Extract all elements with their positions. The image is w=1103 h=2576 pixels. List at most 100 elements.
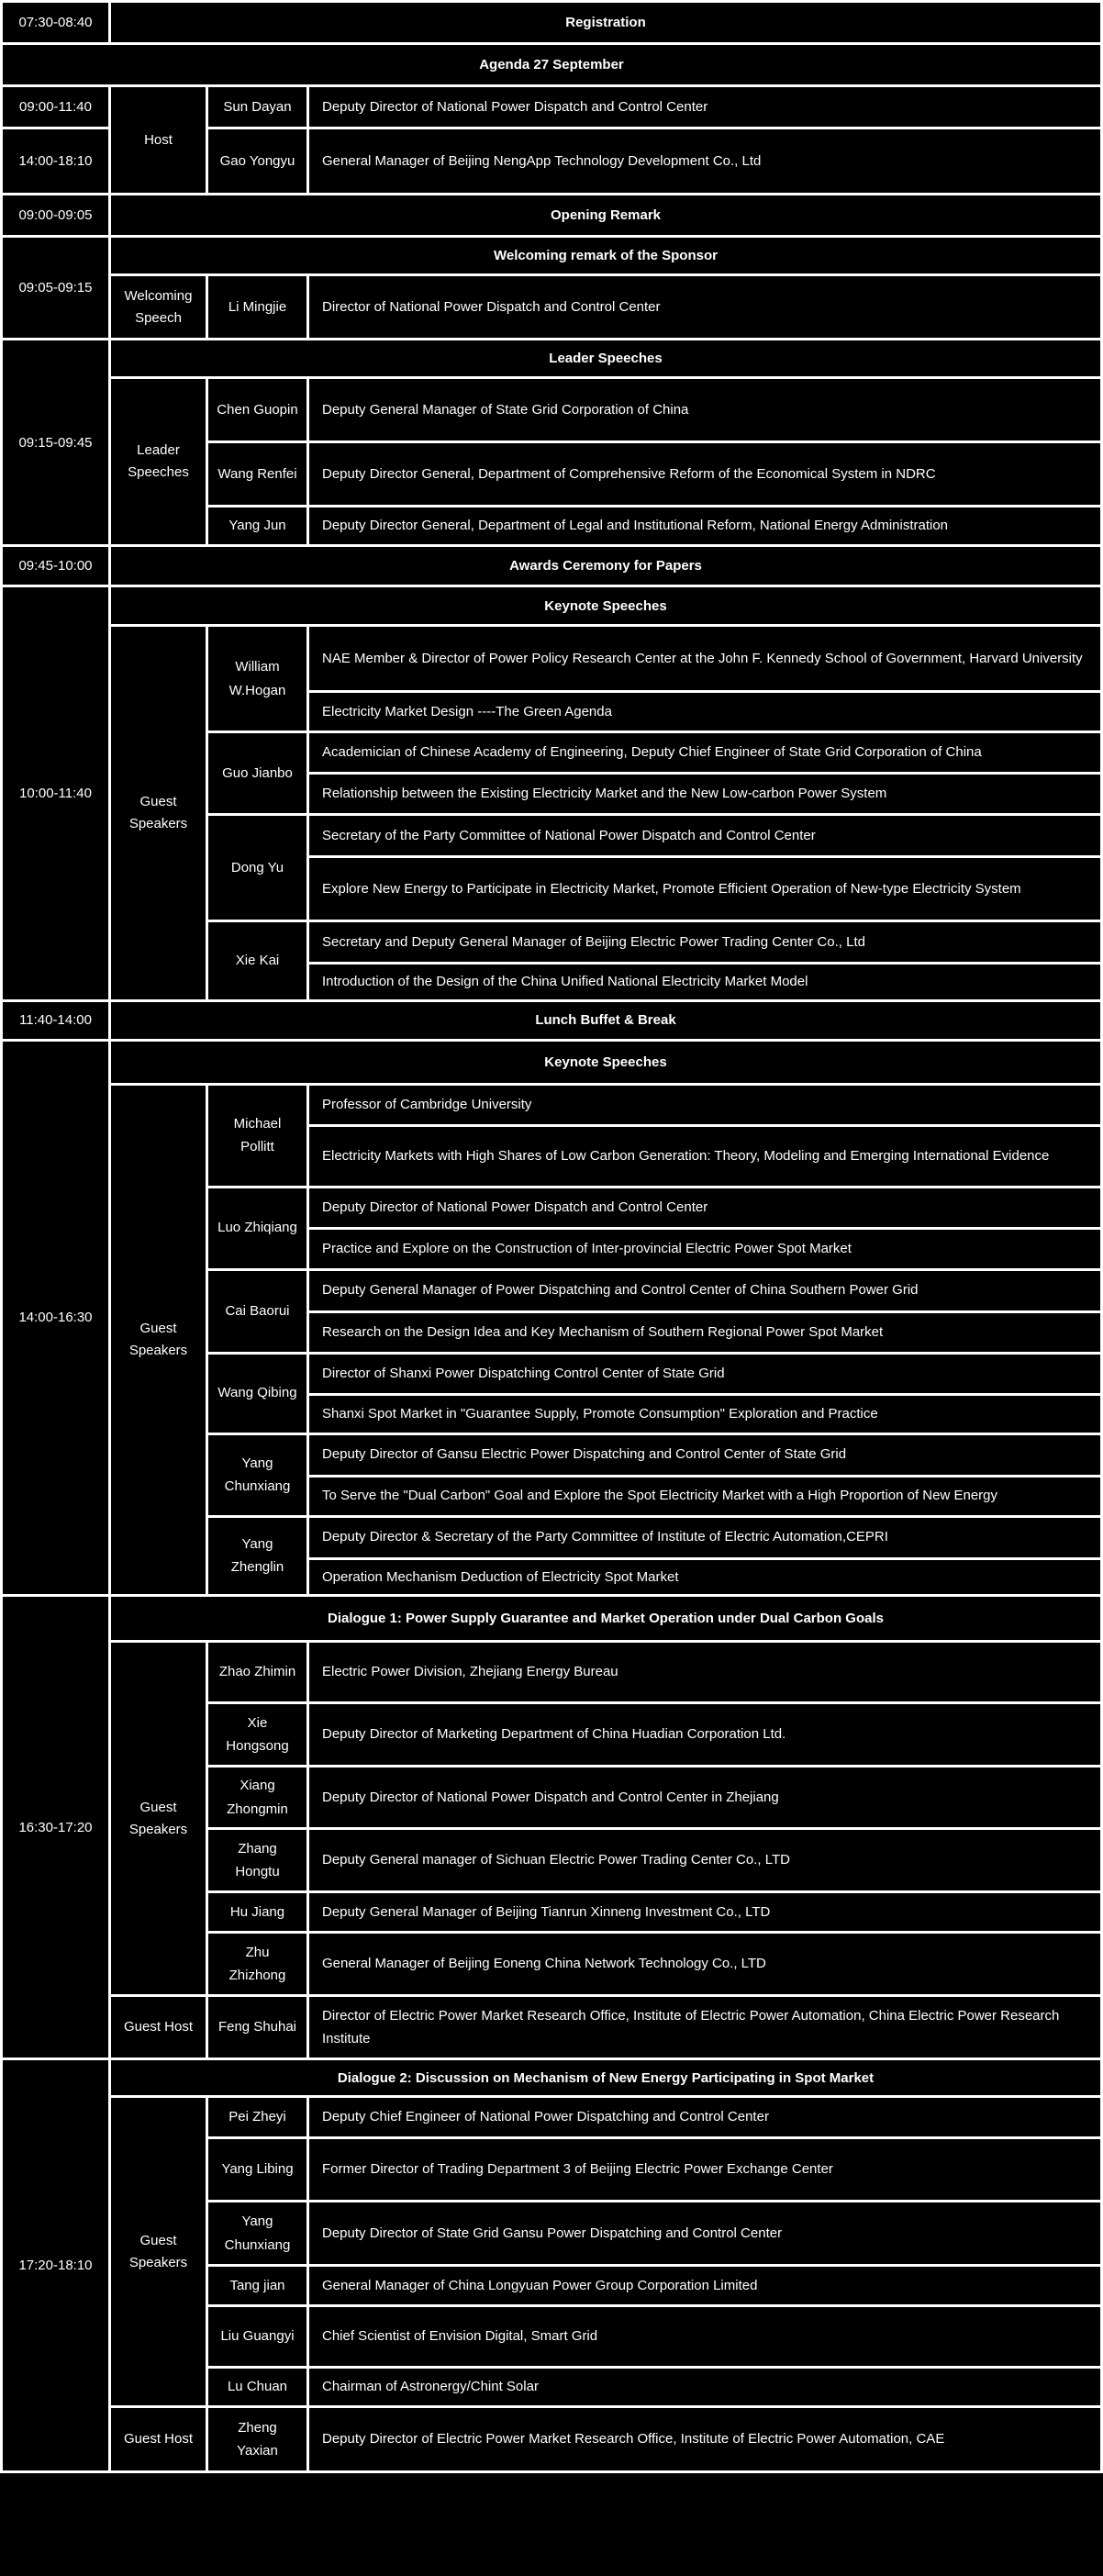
agenda-table: 07:30-08:40 Registration Agenda 27 Septe… — [0, 0, 1103, 2473]
speaker-name: Pei Zheyi — [206, 2095, 309, 2139]
table-row: Guest Speakers Pei Zheyi Deputy Chief En… — [2, 2095, 1103, 2408]
speaker-name: Michael Pollitt — [206, 1082, 309, 1188]
section-header: Keynote Speeches — [108, 1038, 1103, 1086]
speaker-title: Deputy Director of National Power Dispat… — [306, 1185, 1103, 1230]
table-row: Electricity Market Design ----The Green … — [2, 690, 1103, 733]
table-row: 07:30-08:40 Registration — [0, 0, 1103, 45]
speaker-name: Zhang Hongtu — [206, 1827, 309, 1893]
table-row: Yang Libing Former Director of Trading D… — [2, 2136, 1103, 2202]
speaker-desc: Deputy Director of Electric Power Market… — [306, 2405, 1103, 2473]
speaker-name: Zheng Yaxian — [206, 2405, 309, 2473]
speaker-name: Tang jian — [206, 2264, 309, 2307]
table-row: Wang Qibing Director of Shanxi Power Dis… — [2, 1351, 1103, 1435]
speaker-topic: Relationship between the Existing Electr… — [306, 772, 1103, 816]
role-cell: Guest Host — [108, 2405, 208, 2473]
speaker-name: Hu Jiang — [206, 1890, 309, 1934]
speaker-desc: Deputy General manager of Sichuan Electr… — [306, 1827, 1103, 1893]
speaker-name: Wang Renfei — [206, 440, 309, 507]
table-row: 11:40-14:00 Lunch Buffet & Break — [0, 998, 1103, 1042]
registration-label: Registration — [108, 0, 1103, 45]
table-row: Yang Chunxiang Deputy Director of Gansu … — [2, 1432, 1103, 1518]
table-row: Guo Jianbo Academician of Chinese Academ… — [2, 730, 1103, 816]
speaker-topic: To Serve the "Dual Carbon" Goal and Expl… — [306, 1474, 1103, 1518]
table-row: Guest Speakers William W.Hogan NAE Membe… — [2, 624, 1103, 1002]
table-row: Guest Speakers Zhao Zhimin Electric Powe… — [2, 1640, 1103, 1997]
time-cell: 09:05-09:15 — [0, 235, 111, 340]
speaker-name: Zhu Zhizhong — [206, 1931, 309, 1997]
speaker-desc: Deputy Director of State Grid Gansu Powe… — [306, 2200, 1103, 2267]
opening-remark-label: Opening Remark — [108, 193, 1103, 238]
table-row: Guest Host Zheng Yaxian Deputy Director … — [2, 2405, 1103, 2473]
table-row: 14:00-16:30 Keynote Speeches — [0, 1038, 1103, 1597]
role-cell: Host — [108, 84, 208, 195]
speaker-desc: General Manager of Beijing NengApp Techn… — [306, 127, 1103, 195]
speaker-desc: Chairman of Astronergy/Chint Solar — [306, 2366, 1103, 2408]
table-row: Tang jian General Manager of China Longy… — [2, 2264, 1103, 2307]
speaker-title: Academician of Chinese Academy of Engine… — [306, 730, 1103, 775]
speaker-name: William W.Hogan — [206, 624, 309, 733]
speaker-title: Director of Shanxi Power Dispatching Con… — [306, 1351, 1103, 1396]
speaker-title: Deputy Director & Secretary of the Party… — [306, 1514, 1103, 1560]
speaker-name: Xie Kai — [206, 920, 309, 1002]
table-row: To Serve the "Dual Carbon" Goal and Expl… — [2, 1474, 1103, 1518]
time-cell: 09:00-09:05 — [0, 193, 111, 238]
section-header: Keynote Speeches — [108, 585, 1103, 627]
speaker-name: Sun Dayan — [206, 84, 309, 129]
table-row: 10:00-11:40 Keynote Speeches — [0, 585, 1103, 1002]
speaker-name: Liu Guangyi — [206, 2304, 309, 2369]
role-cell: Leader Speeches — [108, 376, 208, 547]
table-row: Zhu Zhizhong General Manager of Beijing … — [2, 1931, 1103, 1997]
table-row: Guest Host Feng Shuhai Director of Elect… — [2, 1994, 1103, 2060]
table-row: 09:05-09:15 Welcoming remark of the Spon… — [0, 235, 1103, 340]
table-row: Liu Guangyi Chief Scientist of Envision … — [2, 2304, 1103, 2369]
table-row: Yang Zhenglin Deputy Director & Secretar… — [2, 1514, 1103, 1597]
table-row: Luo Zhiqiang Deputy Director of National… — [2, 1185, 1103, 1271]
speaker-desc: Deputy Director of National Power Dispat… — [306, 84, 1103, 129]
table-row: 16:30-17:20 Dialogue 1: Power Supply Gua… — [0, 1594, 1103, 2060]
time-cell: 11:40-14:00 — [0, 998, 111, 1042]
section-header: Dialogue 1: Power Supply Guarantee and M… — [108, 1594, 1103, 1643]
table-row: Explore New Energy to Participate in Ele… — [2, 855, 1103, 922]
table-row: Xie Kai Secretary and Deputy General Man… — [2, 920, 1103, 1002]
role-cell: Guest Speakers — [108, 1640, 208, 1997]
speaker-desc: Deputy General Manager of Beijing Tianru… — [306, 1890, 1103, 1934]
speaker-topic: Introduction of the Design of the China … — [306, 962, 1103, 1002]
speaker-name: Wang Qibing — [206, 1351, 309, 1435]
table-row: Practice and Explore on the Construction… — [2, 1226, 1103, 1271]
time-cell: 09:45-10:00 — [0, 544, 111, 587]
role-cell: Guest Speakers — [108, 1082, 208, 1597]
speaker-desc: General Manager of China Longyuan Power … — [306, 2264, 1103, 2307]
speaker-desc: Director of National Power Dispatch and … — [306, 273, 1103, 340]
speaker-name: Yang Jun — [206, 505, 309, 547]
table-row: Hu Jiang Deputy General Manager of Beiji… — [2, 1890, 1103, 1934]
table-row: Shanxi Spot Market in "Guarantee Supply,… — [2, 1392, 1103, 1435]
time-cell: 14:00-16:30 — [0, 1038, 111, 1597]
speaker-name: Yang Libing — [206, 2136, 309, 2202]
table-row: Relationship between the Existing Electr… — [2, 772, 1103, 816]
time-cell: 09:15-09:45 — [0, 338, 111, 547]
time-cell: 07:30-08:40 — [0, 0, 111, 45]
date-header: Agenda 27 September — [0, 42, 1103, 87]
speaker-name: Zhao Zhimin — [206, 1640, 309, 1704]
role-cell: Guest Host — [108, 1994, 208, 2060]
speaker-desc: General Manager of Beijing Eoneng China … — [306, 1931, 1103, 1997]
speaker-desc: Deputy General Manager of State Grid Cor… — [306, 376, 1103, 443]
speaker-desc: Director of Electric Power Market Resear… — [306, 1994, 1103, 2060]
speaker-name: Dong Yu — [206, 813, 309, 922]
table-row: Leader Speeches Chen Guopin Deputy Gener… — [2, 376, 1103, 547]
speaker-name: Xie Hongsong — [206, 1701, 309, 1768]
speaker-title: Secretary of the Party Committee of Nati… — [306, 813, 1103, 858]
section-header: Welcoming remark of the Sponsor — [108, 235, 1103, 276]
speaker-name: Feng Shuhai — [206, 1994, 309, 2060]
table-row: Wang Renfei Deputy Director General, Dep… — [2, 440, 1103, 507]
speaker-name: Xiang Zhongmin — [206, 1765, 309, 1830]
speaker-name: Gao Yongyu — [206, 127, 309, 195]
time-cell: 14:00-18:10 — [0, 127, 111, 195]
speaker-name: Li Mingjie — [206, 273, 309, 340]
speaker-name: Guo Jianbo — [206, 730, 309, 816]
speaker-topic: Electricity Markets with High Shares of … — [306, 1123, 1103, 1188]
table-row: Agenda 27 September — [0, 42, 1103, 87]
speaker-desc: Deputy Director General, Department of C… — [306, 440, 1103, 507]
speaker-desc: Electric Power Division, Zhejiang Energy… — [306, 1640, 1103, 1704]
table-row: 09:00-09:05 Opening Remark — [0, 193, 1103, 238]
